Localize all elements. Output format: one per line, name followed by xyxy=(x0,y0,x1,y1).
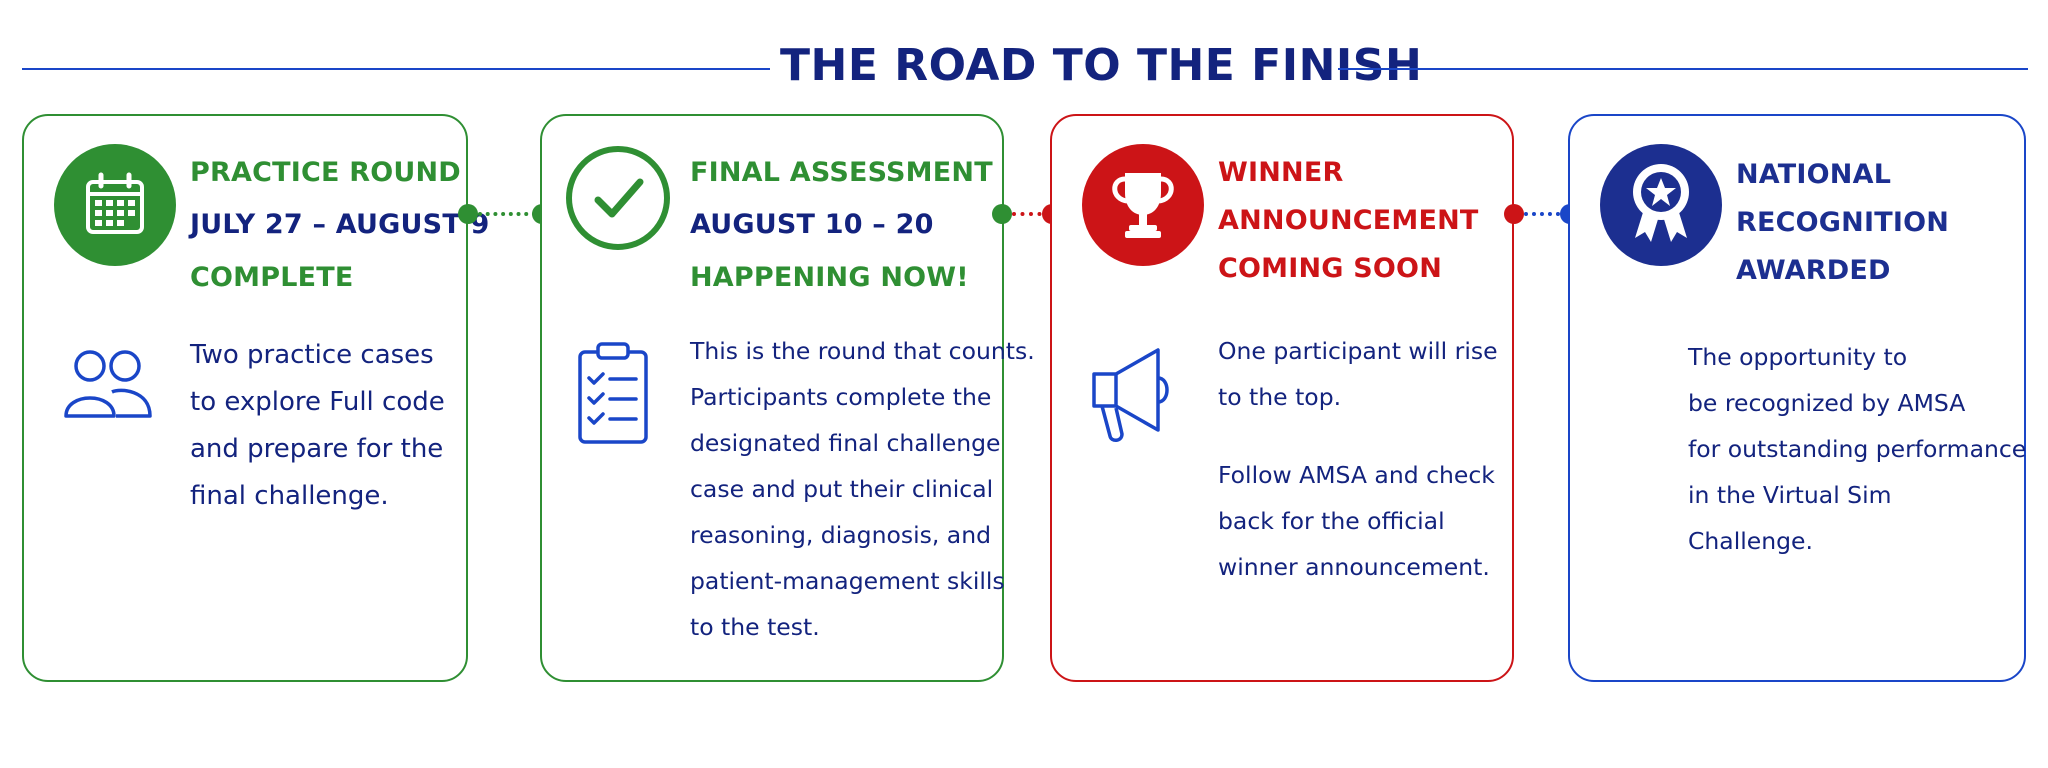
stage-dates: JULY 27 – AUGUST 9 xyxy=(190,209,490,240)
stage-description-line: designated final challenge xyxy=(690,429,1001,457)
stage-status: HAPPENING NOW! xyxy=(690,262,969,293)
clipboard-checklist-icon xyxy=(576,338,652,448)
stage-description-line: Follow AMSA and check xyxy=(1218,461,1495,489)
stage-description-line: back for the official xyxy=(1218,507,1445,535)
stage-description-line: to the test. xyxy=(690,613,820,641)
stage-description-line: in the Virtual Sim xyxy=(1688,481,1892,509)
stage-dates: AUGUST 10 – 20 xyxy=(690,209,934,240)
stage-description-line: Challenge. xyxy=(1688,527,1813,555)
stage-status: COMING SOON xyxy=(1218,253,1442,284)
stage-description-line: winner announcement. xyxy=(1218,553,1490,581)
stage-title: PRACTICE ROUND xyxy=(190,157,461,188)
stage-status: COMPLETE xyxy=(190,262,354,293)
stage-description-line: and prepare for the xyxy=(190,434,444,464)
stage-description-line: One participant will rise xyxy=(1218,337,1498,365)
header: THE ROAD TO THE FINISH xyxy=(0,0,2048,130)
stage-description-line: Participants complete the xyxy=(690,383,992,411)
stage-title: NATIONAL xyxy=(1736,159,1892,190)
stage-title: FINAL ASSESSMENT xyxy=(690,157,993,188)
stage-card-winner-announcement: WINNER ANNOUNCEMENT COMING SOON One part… xyxy=(1050,114,1514,682)
stage-description-line: reasoning, diagnosis, and xyxy=(690,521,992,549)
stage-description-line: This is the round that counts. xyxy=(690,337,1035,365)
stage-card-national-recognition: NATIONAL RECOGNITION AWARDED The opportu… xyxy=(1568,114,2026,682)
award-ribbon-icon xyxy=(1600,144,1722,266)
stage-description-line: The opportunity to xyxy=(1688,343,1908,371)
stage-title: ANNOUNCEMENT xyxy=(1218,205,1479,236)
stage-card-practice-round: PRACTICE ROUND JULY 27 – AUGUST 9 COMPLE… xyxy=(22,114,489,682)
title-rule-right xyxy=(1338,68,2028,70)
title-rule-left xyxy=(22,68,770,70)
page-title: THE ROAD TO THE FINISH xyxy=(780,40,1423,91)
stage-title: WINNER xyxy=(1218,157,1344,188)
stage-description-line: to explore Full code xyxy=(190,387,445,417)
stage-description-line: be recognized by AMSA xyxy=(1688,389,1966,417)
stage-description-line: patient-management skills xyxy=(690,567,1005,595)
stage-title: RECOGNITION xyxy=(1736,207,1950,238)
checkmark-icon xyxy=(566,146,670,250)
stage-description-line: to the top. xyxy=(1218,383,1342,411)
stage-card-final-assessment: FINAL ASSESSMENT AUGUST 10 – 20 HAPPENIN… xyxy=(540,114,1035,682)
stage-status: AWARDED xyxy=(1736,255,1891,286)
stage-description-line: for outstanding performance xyxy=(1688,435,2027,463)
people-icon xyxy=(62,348,156,422)
trophy-icon xyxy=(1082,144,1204,266)
megaphone-icon xyxy=(1086,344,1182,448)
stage-description-line: case and put their clinical xyxy=(690,475,994,503)
stage-description-line: final challenge. xyxy=(190,481,389,511)
calendar-icon xyxy=(54,144,176,266)
stage-description-line: Two practice cases xyxy=(190,340,434,370)
